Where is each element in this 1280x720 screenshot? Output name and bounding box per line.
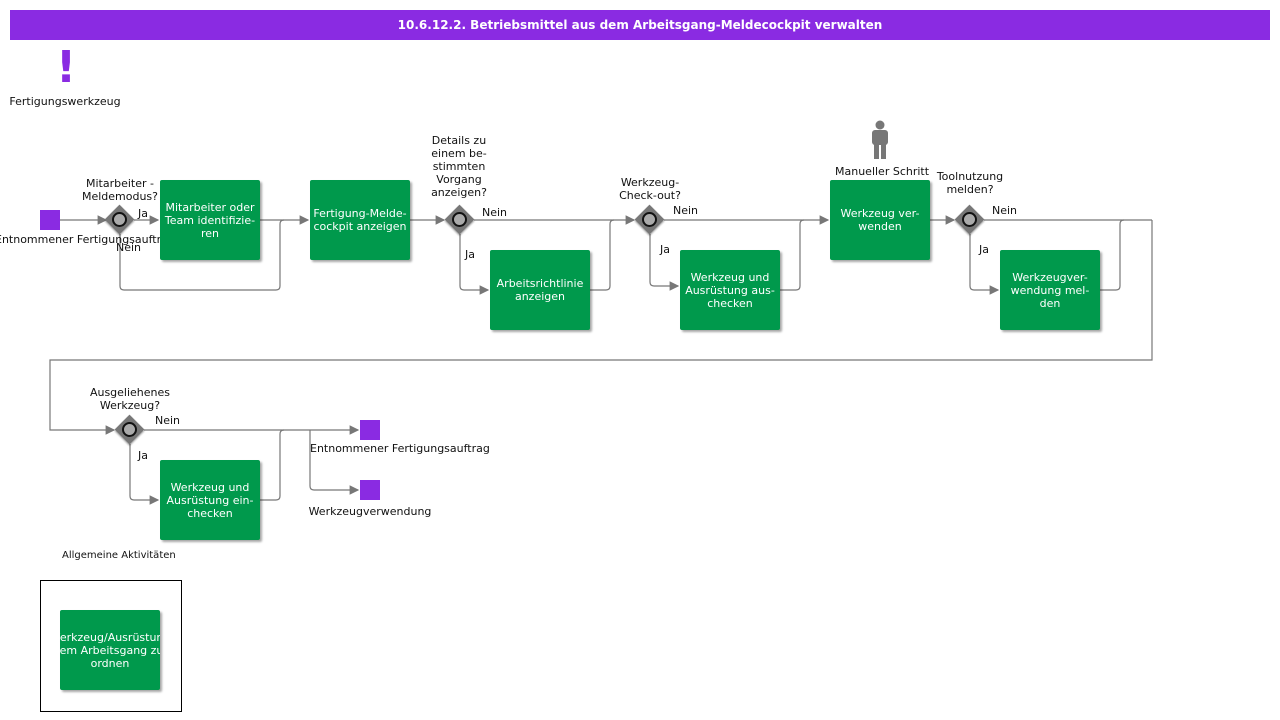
group-label: Allgemeine Aktivitäten xyxy=(62,550,176,561)
task-label: Arbeitsrichtlinie anzeigen xyxy=(496,277,584,303)
diagram-title: 10.6.12.2. Betriebsmittel aus dem Arbeit… xyxy=(10,10,1270,40)
task-label: Werkzeug/Ausrüstung dem Arbeitsgang zu- … xyxy=(60,630,160,670)
gateway-details-yes: Ja xyxy=(465,248,475,261)
gateway-ausgeliehen-no: Nein xyxy=(155,414,181,427)
task-label: Werkzeug und Ausrüstung ein- checken xyxy=(166,480,254,520)
start-event-label: Entnommener Fertigungsauftrag xyxy=(0,233,175,246)
task-werkzeug-auschecken[interactable]: Werkzeug und Ausrüstung aus- checken xyxy=(680,250,780,330)
person-icon xyxy=(872,120,888,159)
gateway-toolnutzung-no: Nein xyxy=(992,204,1018,217)
task-label: Fertigung-Melde- cockpit anzeigen xyxy=(313,207,407,233)
task-werkzeug-einchecken[interactable]: Werkzeug und Ausrüstung ein- checken xyxy=(160,460,260,540)
gateway-meldemodus-question: Mitarbeiter - Meldemodus? xyxy=(81,177,159,203)
gateway-toolnutzung-question: Toolnutzung melden? xyxy=(936,170,1004,196)
gateway-meldemodus-no: Nein xyxy=(116,241,142,254)
manual-step-label: Manueller Schritt xyxy=(835,165,930,178)
gateway-check-out-no: Nein xyxy=(673,204,699,217)
gateway-toolnutzung-yes: Ja xyxy=(979,243,989,256)
gateway-ausgeliehen-yes: Ja xyxy=(138,449,148,462)
general-activities-group xyxy=(40,580,182,712)
task-meldecockpit-anzeigen[interactable]: Fertigung-Melde- cockpit anzeigen xyxy=(310,180,410,260)
task-label: Mitarbeiter oder Team identifizie- ren xyxy=(164,200,256,240)
task-mitarbeiter-identifizieren[interactable]: Mitarbeiter oder Team identifizie- ren xyxy=(160,180,260,260)
exclamation-icon: ! xyxy=(56,42,77,93)
gateway-ausgeliehen-question: Ausgeliehenes Werkzeug? xyxy=(89,386,171,412)
task-werkzeug-zuordnen[interactable]: Werkzeug/Ausrüstung dem Arbeitsgang zu- … xyxy=(60,610,160,690)
task-label: Werkzeug und Ausrüstung aus- checken xyxy=(685,270,775,310)
task-label: Werkzeugver- wendung mel- den xyxy=(1010,270,1090,310)
end-event-fertigungsauftrag-label: Entnommener Fertigungsauftrag xyxy=(310,442,490,455)
gateway-details-no: Nein xyxy=(482,206,508,219)
gateway-details-question: Details zu einem be- stimmten Vorgang an… xyxy=(431,134,487,199)
end-event-fertigungsauftrag xyxy=(360,420,380,440)
gateway-check-out-yes: Ja xyxy=(660,243,670,256)
task-werkzeug-verwenden[interactable]: Werkzeug ver- wenden xyxy=(830,180,930,260)
gateway-check-out-question: Werkzeug- Check-out? xyxy=(619,176,681,202)
gateway-meldemodus-yes: Ja xyxy=(138,207,148,220)
task-werkzeugverwendung-melden[interactable]: Werkzeugver- wendung mel- den xyxy=(1000,250,1100,330)
start-event xyxy=(40,210,60,230)
task-arbeitsrichtlinie-anzeigen[interactable]: Arbeitsrichtlinie anzeigen xyxy=(490,250,590,330)
end-event-werkzeugverwendung xyxy=(360,480,380,500)
resource-label: Fertigungswerkzeug xyxy=(9,95,121,108)
end-event-werkzeugverwendung-label: Werkzeugverwendung xyxy=(308,505,432,518)
task-label: Werkzeug ver- wenden xyxy=(840,207,920,233)
